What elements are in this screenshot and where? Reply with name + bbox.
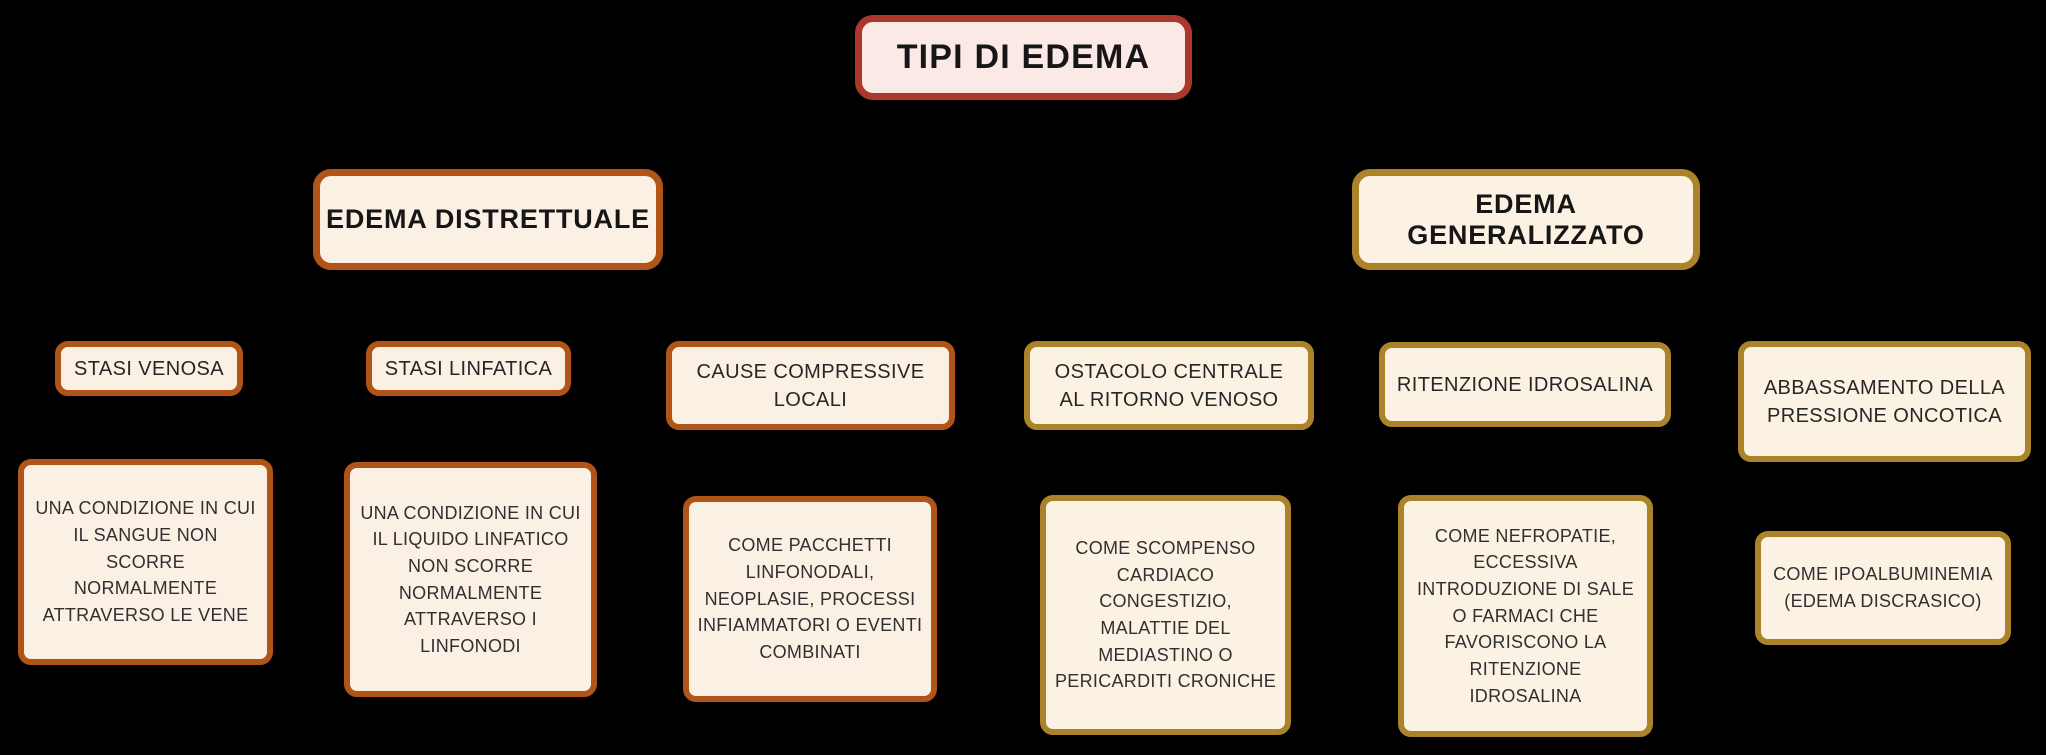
node-cause-compressive-locali: CAUSE COMPRESSIVE LOCALI <box>666 341 955 430</box>
node-desc-ritenzione-idrosalina: COME NEFROPATIE, ECCESSIVA INTRODUZIONE … <box>1398 495 1653 737</box>
node-desc-abbassamento-pressione-oncotica: COME IPOALBUMINEMIA (EDEMA DISCRASICO) <box>1755 531 2011 645</box>
node-tipi-di-edema: TIPI DI EDEMA <box>855 15 1192 100</box>
node-desc-stasi-venosa: UNA CONDIZIONE IN CUI IL SANGUE NON SCOR… <box>18 459 273 665</box>
node-ritenzione-idrosalina: RITENZIONE IDROSALINA <box>1379 342 1671 427</box>
node-stasi-venosa: STASI VENOSA <box>55 341 243 396</box>
node-ostacolo-centrale-ritorno-venoso: OSTACOLO CENTRALE AL RITORNO VENOSO <box>1024 341 1314 430</box>
node-desc-stasi-linfatica: UNA CONDIZIONE IN CUI IL LIQUIDO LINFATI… <box>344 462 597 697</box>
node-edema-generalizzato: EDEMA GENERALIZZATO <box>1352 169 1700 270</box>
node-desc-cause-compressive-locali: COME PACCHETTI LINFONODALI, NEOPLASIE, P… <box>683 496 937 702</box>
node-abbassamento-pressione-oncotica: ABBASSAMENTO DELLA PRESSIONE ONCOTICA <box>1738 341 2031 462</box>
node-edema-distrettuale: EDEMA DISTRETTUALE <box>313 169 663 270</box>
node-desc-ostacolo-centrale-ritorno-venoso: COME SCOMPENSO CARDIACO CONGESTIZIO, MAL… <box>1040 495 1291 735</box>
node-stasi-linfatica: STASI LINFATICA <box>366 341 571 396</box>
